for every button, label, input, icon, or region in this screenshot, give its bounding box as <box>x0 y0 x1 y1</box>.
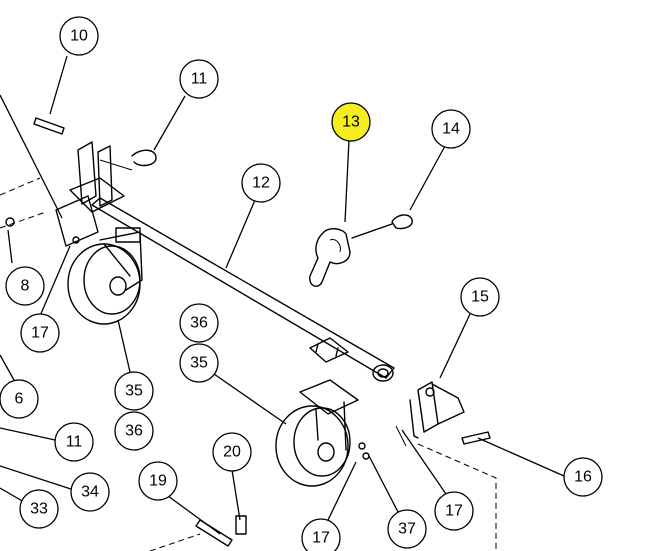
callout-20[interactable]: 20 <box>212 432 252 472</box>
left-caster-wheel <box>67 227 143 325</box>
svg-text:13: 13 <box>342 114 360 131</box>
lower-left-parts <box>149 515 247 551</box>
callout-35-upper[interactable]: 35 <box>179 343 219 383</box>
svg-text:11: 11 <box>191 71 208 88</box>
callout-36-lower[interactable]: 36 <box>114 411 154 451</box>
callout-16[interactable]: 16 <box>563 457 603 497</box>
callout-11-top[interactable]: 11 <box>179 59 219 99</box>
svg-text:36: 36 <box>190 315 208 332</box>
callout-34[interactable]: 34 <box>70 472 110 512</box>
callout-35-lower[interactable]: 35 <box>114 371 154 411</box>
callout-19[interactable]: 19 <box>138 461 178 501</box>
right-caster-wheel <box>275 379 370 487</box>
callout-13-highlighted[interactable]: 13 <box>331 102 371 142</box>
svg-text:19: 19 <box>149 473 167 490</box>
svg-text:35: 35 <box>125 383 143 400</box>
callout-17-left[interactable]: 17 <box>20 313 60 353</box>
svg-text:37: 37 <box>398 521 416 538</box>
leader-lines <box>0 55 565 535</box>
callout-33[interactable]: 33 <box>19 489 59 529</box>
svg-text:15: 15 <box>471 289 489 306</box>
callout-36-upper[interactable]: 36 <box>179 303 219 343</box>
callout-17-right[interactable]: 17 <box>434 491 474 531</box>
callout-14[interactable]: 14 <box>431 109 471 149</box>
svg-text:17: 17 <box>445 503 463 520</box>
svg-text:12: 12 <box>252 175 270 192</box>
svg-text:8: 8 <box>21 278 30 295</box>
callout-10[interactable]: 10 <box>59 16 99 56</box>
svg-text:17: 17 <box>312 530 330 547</box>
svg-text:10: 10 <box>70 28 88 45</box>
callout-17-bottom[interactable]: 17 <box>301 518 341 551</box>
svg-text:20: 20 <box>223 444 241 461</box>
svg-text:16: 16 <box>574 469 592 486</box>
callouts: 10 11 13 14 12 8 17 15 <box>0 16 603 551</box>
svg-text:33: 33 <box>30 501 48 518</box>
left-bracket-assembly <box>0 117 157 247</box>
callout-37[interactable]: 37 <box>387 509 427 549</box>
clip-14 <box>351 214 413 239</box>
svg-text:17: 17 <box>31 325 49 342</box>
callout-6[interactable]: 6 <box>0 379 39 419</box>
svg-text:11: 11 <box>66 434 83 451</box>
callout-8[interactable]: 8 <box>5 266 45 306</box>
front-axle-bar <box>91 197 395 382</box>
callout-12[interactable]: 12 <box>241 163 281 203</box>
svg-text:6: 6 <box>15 391 24 408</box>
callout-15[interactable]: 15 <box>460 277 500 317</box>
svg-text:14: 14 <box>442 121 460 138</box>
svg-text:35: 35 <box>190 355 208 372</box>
svg-text:36: 36 <box>125 423 143 440</box>
callout-11-lower[interactable]: 11 <box>54 422 94 462</box>
right-bracket-assembly <box>395 381 497 551</box>
hitch-pin-13 <box>309 228 351 287</box>
svg-text:34: 34 <box>81 484 99 501</box>
